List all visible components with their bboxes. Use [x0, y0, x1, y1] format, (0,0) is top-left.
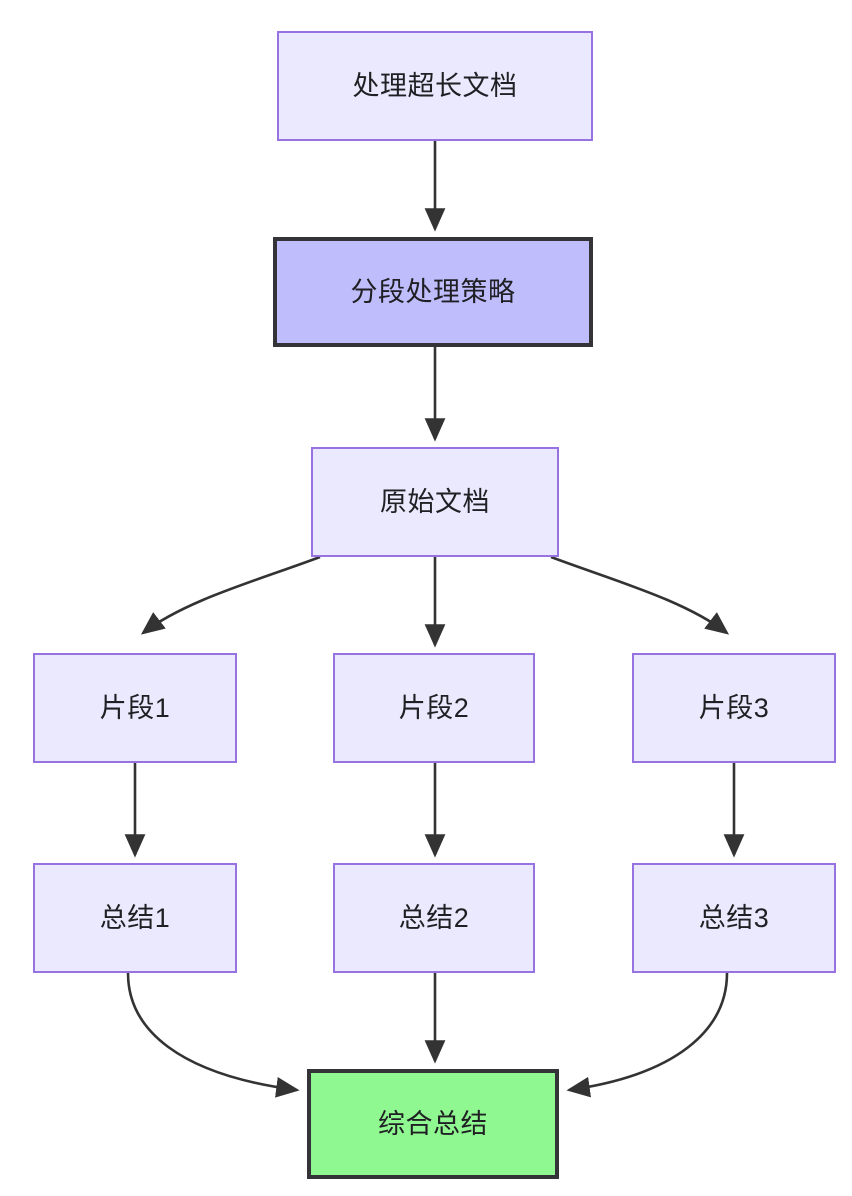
edge-n3-to-n6	[550, 555, 730, 635]
node-summary-3[interactable]: 总结3	[632, 863, 836, 973]
node-chunking-strategy[interactable]: 分段处理策略	[273, 237, 593, 347]
node-label: 总结2	[398, 902, 470, 933]
node-label: 片段1	[99, 692, 171, 723]
node-process-long-document[interactable]: 处理超长文档	[277, 31, 593, 141]
node-summary-1[interactable]: 总结1	[33, 863, 237, 973]
edge-n7-to-n10	[126, 972, 300, 1098]
node-segment-2[interactable]: 片段2	[333, 653, 535, 763]
node-label: 综合总结	[378, 1108, 488, 1139]
node-segment-1[interactable]: 片段1	[33, 653, 237, 763]
node-segment-3[interactable]: 片段3	[632, 653, 836, 763]
node-combined-summary[interactable]: 综合总结	[307, 1069, 559, 1179]
node-summary-2[interactable]: 总结2	[333, 863, 535, 973]
node-label: 片段3	[698, 692, 770, 723]
node-label: 总结1	[99, 902, 171, 933]
node-label: 片段2	[398, 692, 470, 723]
node-label: 分段处理策略	[350, 276, 516, 307]
node-label: 处理超长文档	[352, 70, 518, 101]
node-label: 原始文档	[380, 486, 490, 517]
edge-n3-to-n4	[140, 555, 321, 635]
edge-n9-to-n10	[566, 972, 729, 1098]
node-original-document[interactable]: 原始文档	[311, 447, 559, 557]
node-label: 总结3	[698, 902, 770, 933]
